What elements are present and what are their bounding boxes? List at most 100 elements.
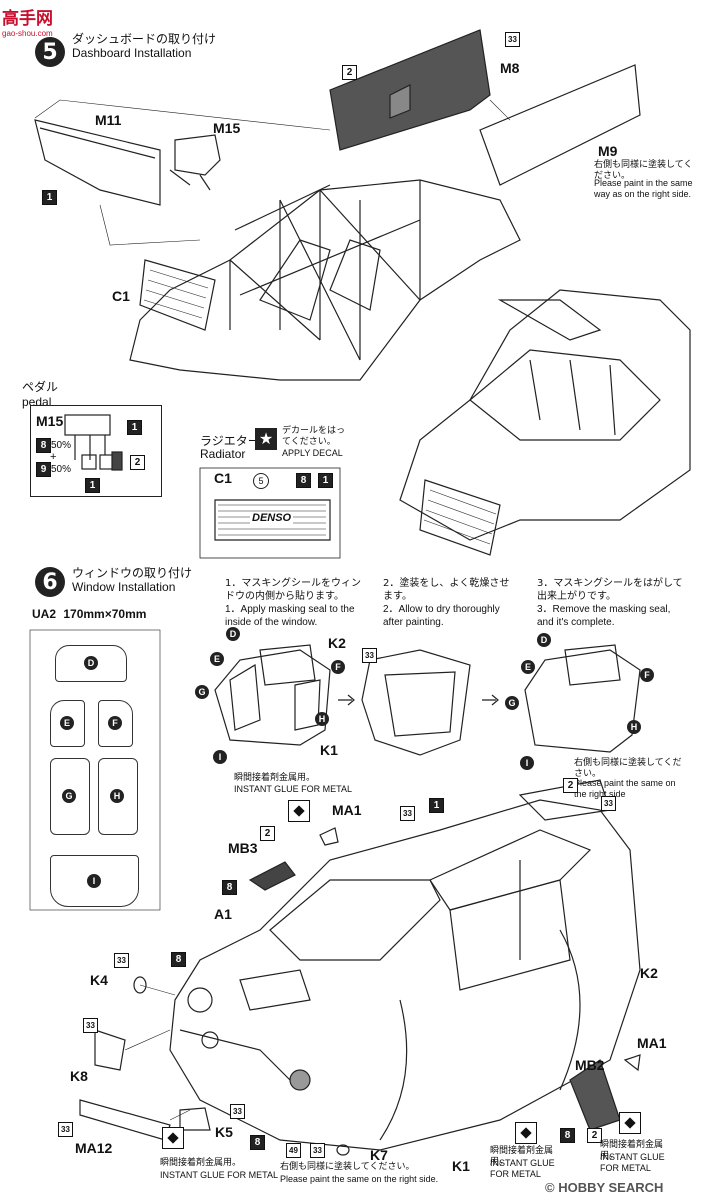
part-mb2-label: MB2 [575,1057,605,1073]
instruction-3-en: 3．Remove the masking seal, and it's comp… [537,604,671,628]
glue-diamond-icon-left [162,1127,184,1149]
glue-note-mid-en: INSTANT GLUE FOR METAL [490,1158,555,1179]
body-color-1: 1 [429,798,444,813]
pedal-color-1-bottom: 1 [85,478,100,493]
k7-note-jp: 右側も同様に塗装してください。 [280,1162,415,1172]
glue-note-left-jp: 瞬間接着剤金属用。 [160,1158,242,1168]
instruction-2-en: 2．Allow to dry thoroughly after painting… [383,604,500,628]
window-pane-h-label: H [110,789,124,803]
body-color-33-spoiler: 33 [601,796,616,811]
instruction-3-jp: 3．マスキングシールをはがして出来上がりです。 [537,578,683,602]
window-pane-d-label: D [84,656,98,670]
m9-note-jp: 右側も同様に塗装してください。 [594,160,693,181]
pedal-mix-a-pct: 50% [51,440,72,451]
part-k1-label: K1 [452,1158,470,1174]
body-color-8-mb2: 8 [560,1128,575,1143]
frame3-label-f: F [640,668,654,682]
radiator-part-label: C1 [214,470,232,486]
instruction-2-jp: 2．塗装をし、よく乾燥させます。 [383,578,510,602]
frame1-label-d: D [226,627,240,641]
radiator-decal-en: APPLY DECAL [282,448,343,458]
frame1-label-k1: K1 [320,742,338,758]
site-logo: 高手网 gao-shou.com [2,4,72,38]
step-5-title-en: Dashboard Installation [72,46,192,60]
frame3-label-h: H [627,720,641,734]
color-callout-33-m8: 33 [505,32,520,47]
pedal-box [30,405,162,497]
k7-note-en: Please paint the same on the right side. [280,1174,439,1184]
pedal-title-jp: ペダル [22,380,59,394]
radiator-color-1: 1 [318,473,333,488]
body-color-33-k7: 33 [310,1143,325,1158]
glue-note-top-en: INSTANT GLUE FOR METAL [234,784,353,794]
pedal-mix-b-pct: 50% [51,464,72,475]
pedal-mix-plus: + [50,451,57,463]
pedal-mix-a-color: 8 [36,438,51,453]
window-pane-f-label: F [108,716,122,730]
site-logo-title: 高手网 [2,9,53,29]
part-ma1-right-label: MA1 [637,1035,667,1051]
glue-note-right-jp: 瞬間接着剤金属用。 [600,1140,664,1161]
part-m15-label: M15 [213,120,241,136]
window-pane-e: E [50,700,85,747]
part-m9-label: M9 [598,143,618,159]
step-5-number: 5 [35,37,65,67]
site-logo-url: gao-shou.com [2,29,53,38]
part-m11-label: M11 [95,112,122,128]
glue-note-top-jp: 瞬間接着剤金属用。 [234,773,316,783]
color-callout-1-m11: 1 [42,190,57,205]
window-pane-g-label: G [62,789,76,803]
frame3-label-g: G [505,696,519,710]
part-k2-label: K2 [640,965,658,981]
instruction-1-jp: 1．マスキングシールをウィンドウの内側から貼ります。 [225,578,362,602]
instruction-1-en: 1．Apply masking seal to the inside of th… [225,604,355,628]
frame1-label-e: E [210,652,224,666]
body-color-33-k5: 33 [230,1104,245,1119]
window-pane-e-label: E [60,716,74,730]
part-k5-label: K5 [215,1124,233,1140]
body-color-2-mb3: 2 [260,826,275,841]
m9-note-en: Please paint in the same way as on the r… [594,178,693,199]
frame1-label-f: F [331,660,345,674]
frame1-label-g: G [195,685,209,699]
instruction-3: 3．マスキングシールをはがして出来上がりです。 3．Remove the mas… [537,577,687,629]
frame3-label-e: E [521,660,535,674]
radiator-decal-jp: デカールをはってください。 [282,426,346,447]
radiator-title-jp: ラジエター [200,434,260,448]
frame1-label-h: H [315,712,329,726]
glue-note-right-en: INSTANT GLUE FOR METAL [600,1152,665,1173]
frame3-label-i: I [520,756,534,770]
frame1-label-k2: K2 [328,635,346,651]
body-color-8-mb3: 8 [222,880,237,895]
step-5-title-jp: ダッシュボードの取り付け [72,32,217,46]
part-k7-label: K7 [370,1147,388,1163]
instruction-2: 2．塗装をし、よく乾燥させます。 2．Allow to dry thorough… [383,577,513,629]
body-color-8-light: 8 [171,952,186,967]
window-sheet-size: 170mm×70mm [63,607,147,621]
part-a1-label: A1 [214,906,232,922]
glue-diamond-icon-right [619,1112,641,1134]
right-side-note-jp: 右側も同様に塗装してください。 [574,758,682,779]
part-c1-label: C1 [112,288,130,304]
window-pane-i-label: I [87,874,101,888]
window-sheet-label: UA2 [32,607,57,621]
part-k8-label: K8 [70,1068,88,1084]
frame1-label-i: I [213,750,227,764]
pedal-part-label: M15 [36,413,64,429]
radiator-title-en: Radiator [200,447,246,461]
right-side-note-en: Please paint the same on the right side [574,778,676,799]
body-color-33-k8: 33 [83,1018,98,1033]
window-pane-h: H [98,758,138,835]
body-color-33-k4: 33 [114,953,129,968]
body-color-33-ma12: 33 [58,1122,73,1137]
part-m8-label: M8 [500,60,520,76]
pedal-color-2: 2 [130,455,145,470]
window-pane-d: D [55,645,127,682]
window-pane-i: I [50,855,139,907]
glue-diamond-icon [288,800,310,822]
part-ma1-label: MA1 [332,802,362,818]
hobby-search-watermark: © HOBBY SEARCH [545,1180,664,1195]
body-color-49: 49 [286,1143,301,1158]
